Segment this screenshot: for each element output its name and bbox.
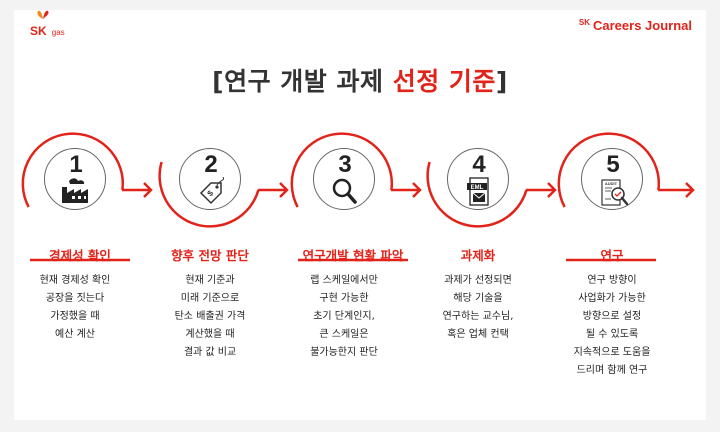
title-close-bracket: ] <box>495 67 508 96</box>
step-1-circle: 1 <box>44 148 106 210</box>
desc-line: 현재 기준과 <box>185 275 235 286</box>
svg-text:$: $ <box>206 188 216 198</box>
step-number: 3 <box>338 151 352 178</box>
desc-line: 불가능한지 판단 <box>310 347 378 358</box>
desc-line: 계산했을 때 <box>185 329 235 340</box>
step-5-circle: 5 AUDIT <box>581 148 643 210</box>
step-4-label: 과제화 <box>460 248 496 263</box>
price-tag-icon: $ <box>199 177 224 205</box>
factory-icon <box>62 178 88 203</box>
eml-mail-icon: EML <box>467 177 489 206</box>
desc-line: 구현 가능한 <box>319 293 369 304</box>
step-number: 5 <box>606 151 620 178</box>
magnifier-icon <box>332 178 357 204</box>
desc-line: 현재 경제성 확인 <box>39 275 111 286</box>
step-2-label: 향후 전망 판단 <box>171 248 249 263</box>
step-4-circle: 4 EML <box>447 148 509 210</box>
step-3-description: 랩 스케일에서만 구현 가능한 초기 단계인지, 큰 스케일은 불가능한지 판단 <box>274 272 414 362</box>
title-highlight: 선정 기준 <box>392 67 496 96</box>
desc-line: 가정했을 때 <box>50 311 100 322</box>
audit-icon-text: AUDIT <box>605 181 618 186</box>
desc-line: 결과 값 비교 <box>183 347 237 358</box>
desc-line: 초기 단계인지, <box>313 311 375 322</box>
desc-line: 될 수 있도록 <box>585 329 639 340</box>
desc-line: 방향으로 설정 <box>582 311 642 322</box>
eml-icon-text: EML <box>471 185 484 191</box>
desc-line: 지속적으로 도움을 <box>573 347 651 358</box>
step-number: 4 <box>472 151 486 178</box>
sk-gas-logo: SK gas <box>30 10 65 39</box>
step-number: 2 <box>204 151 218 178</box>
desc-line: 연구 방향이 <box>587 275 637 286</box>
step-1-description: 현재 경제성 확인 공장을 짓는다 가정했을 때 예산 계산 <box>5 272 145 344</box>
step-number: 1 <box>69 151 83 178</box>
desc-line: 드리며 함께 연구 <box>576 365 648 376</box>
desc-line: 큰 스케일은 <box>319 329 369 340</box>
title-open-bracket: [ <box>212 67 225 96</box>
logo-sk-text: SK <box>30 24 47 38</box>
desc-line: 랩 스케일에서만 <box>310 275 378 286</box>
desc-line: 혹은 업체 컨택 <box>447 329 509 340</box>
step-4-description: 과제가 선정되면 해당 기술을 연구하는 교수님, 혹은 업체 컨택 <box>408 272 548 344</box>
desc-line: 미래 기준으로 <box>180 293 240 304</box>
step-2-description: 현재 기준과 미래 기준으로 탄소 배출권 가격 계산했을 때 결과 값 비교 <box>140 272 280 362</box>
butterfly-logo-icon <box>37 10 49 19</box>
step-2-circle: 2 $ <box>179 148 241 210</box>
step-5-description: 연구 방향이 사업화가 가능한 방향으로 설정 될 수 있도록 지속적으로 도움… <box>542 272 682 380</box>
brand-name: Careers Journal <box>593 18 692 33</box>
title-prefix: 연구 개발 과제 <box>224 67 393 96</box>
desc-line: 과제가 선정되면 <box>444 275 512 286</box>
logo-gas-text: gas <box>51 28 65 37</box>
audit-icon: AUDIT <box>601 179 629 206</box>
step-3-circle: 3 <box>313 148 375 210</box>
step-3-label: 연구개발 현황 파악 <box>302 248 404 263</box>
brand-prefix: SK <box>578 18 590 27</box>
page-title: [연구 개발 과제 선정 기준] <box>0 62 720 98</box>
desc-line: 예산 계산 <box>55 329 95 340</box>
desc-line: 연구하는 교수님, <box>442 311 514 322</box>
desc-line: 공장을 짓는다 <box>45 293 105 304</box>
content-card <box>14 10 706 420</box>
desc-line: 탄소 배출권 가격 <box>174 311 246 322</box>
step-1-label: 경제성 확인 <box>49 248 111 263</box>
step-5-label: 연구 <box>600 248 624 263</box>
desc-line: 해당 기술을 <box>453 293 503 304</box>
desc-line: 사업화가 가능한 <box>578 293 646 304</box>
